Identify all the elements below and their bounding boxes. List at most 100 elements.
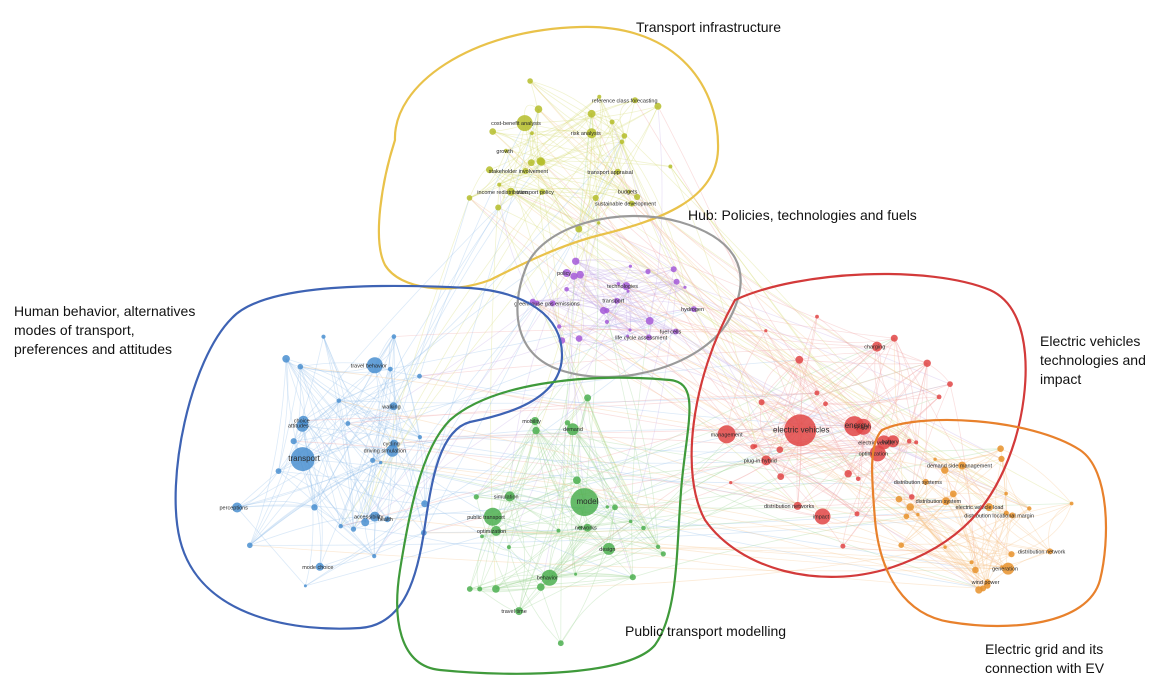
network-edge [952, 493, 976, 571]
network-edge [566, 288, 676, 332]
network-edge [595, 141, 623, 199]
network-edge [525, 99, 636, 172]
public-transport-modelling-minor-node-0 [477, 586, 483, 592]
network-edge [540, 346, 878, 588]
network-edge [509, 303, 553, 497]
network-edge [730, 362, 928, 483]
node-label: simulation [494, 494, 519, 500]
network-edge [649, 268, 674, 321]
network-edge [540, 546, 946, 588]
network-edge [761, 402, 858, 515]
network-edge [278, 400, 340, 472]
node-label: health [378, 517, 393, 523]
node-label: distribution system [916, 499, 962, 505]
network-edge [1011, 503, 1072, 555]
hub-node-3 [690, 306, 697, 313]
node-label: energy [845, 421, 869, 430]
network-edge [926, 362, 951, 385]
network-edge [573, 275, 631, 331]
network-edge [628, 191, 940, 398]
transport-infrastructure-minor-node-3 [530, 131, 534, 136]
node-label: impact [813, 515, 830, 521]
network-edge [481, 532, 664, 555]
network-edge [567, 422, 976, 571]
network-edge [249, 462, 381, 546]
network-edge [338, 336, 395, 402]
network-edge [510, 191, 580, 230]
transport-infrastructure-minor-node-15 [534, 105, 543, 113]
network-edge [752, 359, 800, 447]
public-transport-modelling-minor-node-3 [537, 583, 545, 591]
network-edge [848, 473, 913, 498]
network-edge [497, 207, 659, 547]
network-edge [566, 272, 756, 447]
network-edge [393, 406, 426, 504]
network-edge [567, 422, 659, 547]
public-transport-modelling-node-0 [570, 488, 599, 517]
network-edge [857, 442, 917, 480]
network-edge [236, 405, 394, 508]
network-edge [906, 458, 1002, 517]
network-edge [673, 268, 1013, 516]
network-edge [393, 336, 426, 504]
network-edge [540, 276, 575, 588]
network-edge [670, 166, 976, 571]
network-edge [606, 310, 676, 332]
network-edge [693, 308, 782, 477]
network-edge [373, 437, 421, 557]
human-behavior-minor-node-9 [361, 518, 370, 527]
node-label: travel behavior [351, 363, 387, 369]
network-edge [347, 423, 878, 455]
electric-grid-node-6 [1009, 512, 1016, 519]
node-label: accessibility [354, 515, 384, 521]
network-edge [893, 338, 990, 508]
network-edge [492, 131, 638, 198]
public-transport-modelling-node-1 [541, 569, 558, 586]
network-edge [779, 316, 818, 450]
network-edge [364, 320, 650, 523]
network-edge [314, 368, 391, 508]
network-edge [598, 96, 823, 517]
network-edge [647, 271, 1002, 460]
network-edge [535, 430, 576, 575]
network-edge [730, 482, 798, 507]
network-edge [393, 336, 421, 438]
network-edge [566, 272, 584, 339]
network-edge [874, 346, 894, 442]
cluster-label-electric-grid: Electric grid and its connection with EV [985, 641, 1105, 676]
cluster-boundary-hub [516, 214, 742, 378]
network-edge [1001, 458, 1051, 552]
network-edge [380, 462, 644, 529]
network-edge [529, 80, 946, 548]
node-label: income redistribution [477, 190, 528, 196]
electric-vehicles-minor-node-14 [890, 334, 898, 342]
network-edge [302, 336, 395, 427]
transport-infrastructure-minor-node-1 [597, 94, 602, 99]
electric-vehicles-minor-node-8 [795, 355, 804, 364]
node-label: driving simulation [364, 449, 407, 455]
network-edge [347, 423, 374, 461]
network-edge [917, 514, 1050, 552]
network-edge [580, 274, 677, 283]
network-edge [469, 135, 625, 199]
network-edge [578, 338, 945, 471]
network-edge [797, 396, 940, 507]
network-edge [575, 260, 650, 338]
network-edge [509, 428, 574, 497]
network-edge [236, 500, 315, 508]
transport-infrastructure-node-1 [614, 168, 621, 175]
electric-vehicles-node-5 [876, 435, 891, 450]
network-edge [534, 291, 629, 422]
transport-infrastructure-minor-node-17 [537, 158, 546, 166]
network-edge [530, 80, 623, 143]
network-edge [393, 191, 543, 407]
network-edge [469, 197, 798, 507]
human-behavior-minor-node-17 [282, 355, 290, 363]
network-edge [587, 397, 616, 508]
network-edge [595, 197, 782, 477]
network-edge [303, 405, 394, 422]
network-edge [595, 106, 659, 199]
public-transport-modelling-minor-node-14 [584, 394, 592, 402]
network-edge [578, 228, 990, 508]
